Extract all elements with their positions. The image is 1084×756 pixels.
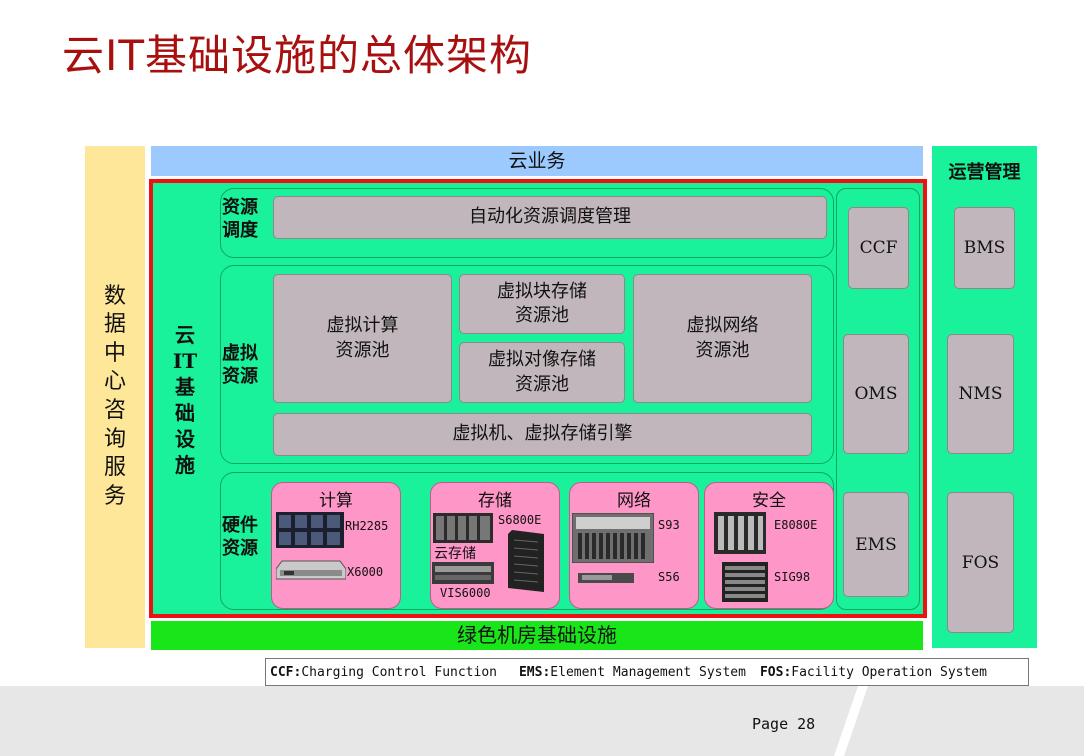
vertical-char: 务	[103, 483, 126, 509]
cloud-business-bar: 云业务	[151, 146, 923, 176]
footer-swoosh-decoration	[834, 686, 868, 756]
virtual-block-storage-pool: 虚拟块存储资源池	[459, 274, 625, 334]
storage-cabinet-icon	[508, 530, 544, 592]
virtual-object-storage-pool: 虚拟对像存储资源池	[459, 342, 625, 403]
resource-scheduling-label: 资源 调度	[222, 197, 258, 241]
auto-scheduling-box: 自动化资源调度管理	[273, 196, 827, 239]
cloud-it-label: 云 IT 基 础 设 施	[162, 300, 208, 500]
vertical-char: 础	[175, 401, 195, 425]
virtual-network-pool: 虚拟网络资源池	[633, 274, 812, 403]
hardware-security-title: 安全	[752, 491, 786, 511]
storage-array-icon	[433, 513, 493, 543]
legend-abbr-ems: EMS:	[518, 665, 551, 680]
page-title: 云IT基础设施的总体架构	[62, 31, 533, 80]
vertical-char: 中	[103, 340, 126, 366]
vertical-char: 施	[175, 453, 195, 477]
hw-label-rh2285: RH2285	[345, 519, 389, 533]
vertical-char: 设	[175, 427, 195, 451]
ems-box: EMS	[843, 492, 909, 597]
hw-label-s93: S93	[658, 518, 680, 532]
vertical-char: 咨	[103, 398, 126, 423]
nms-box: NMS	[947, 334, 1014, 454]
vertical-char: 据	[103, 312, 126, 338]
network-switch-icon	[578, 573, 634, 583]
hardware-compute-title: 计算	[319, 491, 353, 511]
vertical-char: 服	[103, 455, 126, 481]
hw-label-x6000: X6000	[347, 565, 384, 579]
hw-label-sig98: SIG98	[774, 570, 811, 584]
vertical-char: 云	[175, 323, 195, 347]
data-center-consulting-column: 数 据 中 心 咨 询 服 务	[85, 146, 145, 648]
green-datacenter-bar: 绿色机房基础设施	[151, 621, 923, 650]
vertical-char: 询	[103, 426, 126, 452]
hw-label-s56: S56	[658, 570, 680, 584]
vm-storage-engine-box: 虚拟机、虚拟存储引擎	[273, 413, 812, 456]
hw-label-cloud-storage: 云存储	[434, 546, 476, 562]
server-chassis-icon	[276, 560, 346, 580]
fos-box: FOS	[947, 492, 1014, 633]
oms-box: OMS	[843, 334, 909, 454]
legend-text-fos: Facility Operation System	[791, 665, 987, 680]
network-switch-chassis-icon	[572, 513, 654, 563]
vis-server-icon	[432, 562, 494, 584]
bms-box: BMS	[954, 207, 1015, 289]
security-gateway-icon	[722, 562, 768, 602]
firewall-chassis-icon	[714, 512, 766, 554]
page-number: Page 28	[752, 715, 816, 733]
legend-abbr-ccf: CCF:	[270, 665, 302, 680]
vertical-char: 基	[175, 375, 195, 399]
vertical-char: IT	[172, 349, 198, 373]
server-rack-icon	[276, 512, 344, 548]
hw-label-e8080e: E8080E	[774, 518, 818, 532]
legend-text-ccf: Charging Control Function	[301, 665, 497, 680]
hw-label-s6800e: S6800E	[498, 513, 542, 527]
legend-abbr-fos: FOS:	[759, 665, 792, 680]
virtual-compute-pool: 虚拟计算资源池	[273, 274, 452, 403]
vertical-char: 心	[103, 369, 126, 395]
hw-label-vis6000: VIS6000	[440, 586, 491, 600]
vertical-char: 数	[103, 283, 126, 309]
legend-text-ems: Element Management System	[550, 665, 746, 680]
virtual-resources-label: 虚拟 资源	[222, 343, 258, 387]
hardware-storage-title: 存储	[478, 491, 512, 511]
hardware-resources-label: 硬件 资源	[222, 515, 258, 559]
ccf-box: CCF	[848, 207, 909, 289]
footer-band	[0, 686, 1084, 756]
abbreviation-legend: CCF:Charging Control Function EMS:Element…	[265, 658, 1029, 686]
hardware-network-title: 网络	[617, 491, 651, 511]
operations-management-title: 运营管理	[948, 162, 1021, 183]
